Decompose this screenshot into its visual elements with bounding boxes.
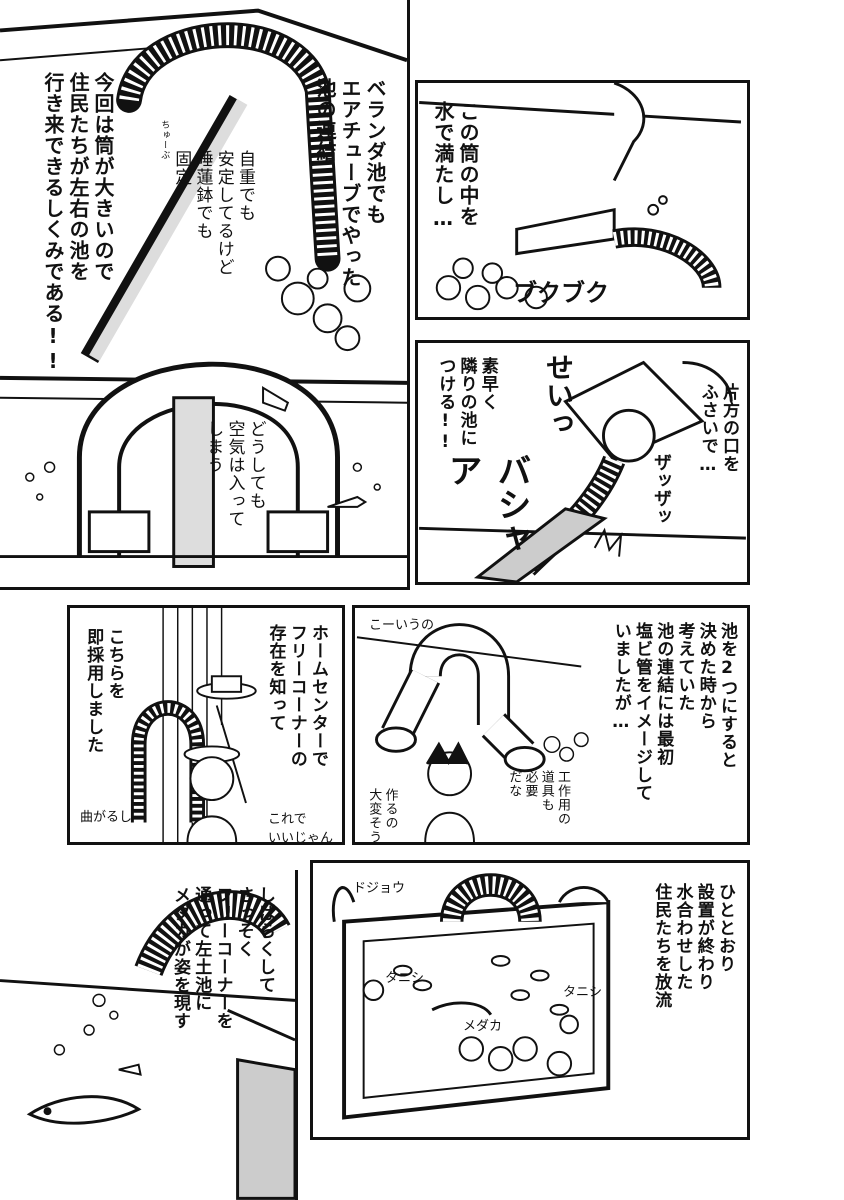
panel-7-label-tanishi-a: タニシ xyxy=(385,971,425,986)
panel-5-note-b: 工作用の 道具も 必要 だな xyxy=(506,770,570,826)
panel-2-art xyxy=(419,83,746,317)
panel-1-narration-b: 今回は筒が大きいので 住民たちが左右の池を 行き来できるしくみである!! xyxy=(41,72,115,374)
panel-7: ひととおり 設置が終わり 水合わせした 住民たちを放流 ドジョウ タニシ メダカ… xyxy=(310,860,750,1140)
panel-5-note-a: 作るの 大変そう xyxy=(366,788,398,844)
panel-4: ホームセンターで フリーコーナーの 存在を知って こちらを 即採用しました これ… xyxy=(67,605,345,845)
panel-1-ruby: ちゅーぶ xyxy=(159,120,170,160)
panel-3-narration-b: 片方の口を ふさいで… xyxy=(697,383,739,476)
panel-4-art xyxy=(70,608,342,842)
panel-7-narration: ひととおり 設置が終わり 水合わせした 住民たちを放流 xyxy=(651,883,735,1009)
panel-5: こーいうの 池を2つにすると 決めた時から 考えていた 池の連結には最初 塩ビ管… xyxy=(352,605,750,845)
panel-4-side-a: これで いいじゃん xyxy=(268,812,334,845)
panel-1: ベランダ池でも エアチューブでやった 池の連結 今回は筒が大きいので 住民たちが… xyxy=(0,0,410,590)
panel-6: しばらくして さっそく フリーコーナーを 通って左土池に メダカが姿を現す xyxy=(0,870,298,1200)
panel-7-label-tanishi-b: タニシ xyxy=(563,985,603,1000)
panel-6-narration: しばらくして さっそく フリーコーナーを 通って左土池に メダカが姿を現す xyxy=(170,886,275,1030)
panel-1-note-b: どうしても 空気は入って しまう xyxy=(203,420,266,528)
panel-2-narration: この筒の中を 水で満たし… xyxy=(431,101,480,231)
panel-3-narration-a: 素早く 隣りの池に つける!! xyxy=(435,357,498,453)
panel-5-art xyxy=(356,608,746,842)
panel-3: 素早く 隣りの池に つける!! 片方の口を ふさいで… せいっ バシャア ザッザ… xyxy=(415,340,750,585)
panel-2-sfx: ブクブク xyxy=(513,279,609,307)
panel-3-sfx-c: ザッザッ xyxy=(651,453,672,525)
panel-5-narration: 池を2つにすると 決めた時から 考えていた 池の連結には最初 塩ビ管をイメージし… xyxy=(610,622,737,802)
panel-1-art xyxy=(0,0,407,587)
panel-3-sfx-b: バシャア xyxy=(442,453,531,555)
panel-7-label-dojou: ドジョウ xyxy=(353,881,406,896)
panel-2: この筒の中を 水で満たし… ブクブク xyxy=(415,80,750,320)
panel-1-note-a: 自重でも 安定してるけど 睡蓮鉢でも 固定 xyxy=(171,150,255,276)
panel-3-art xyxy=(419,343,746,582)
panel-7-art xyxy=(314,863,746,1137)
panel-4-side-b: 曲がるし xyxy=(80,810,133,825)
panel-7-label-medaka: メダカ xyxy=(463,1019,503,1034)
panel-5-label-top: こーいうの xyxy=(369,618,435,633)
panel-6-art xyxy=(0,871,295,1200)
panel-3-sfx-a: せいっ xyxy=(542,353,575,437)
panel-4-narration-b: こちらを 即採用しました xyxy=(83,628,125,754)
panel-1-narration-a: ベランダ池でも エアチューブでやった 池の連結 xyxy=(313,78,387,288)
panel-4-narration-a: ホームセンターで フリーコーナーの 存在を知って xyxy=(265,624,329,768)
